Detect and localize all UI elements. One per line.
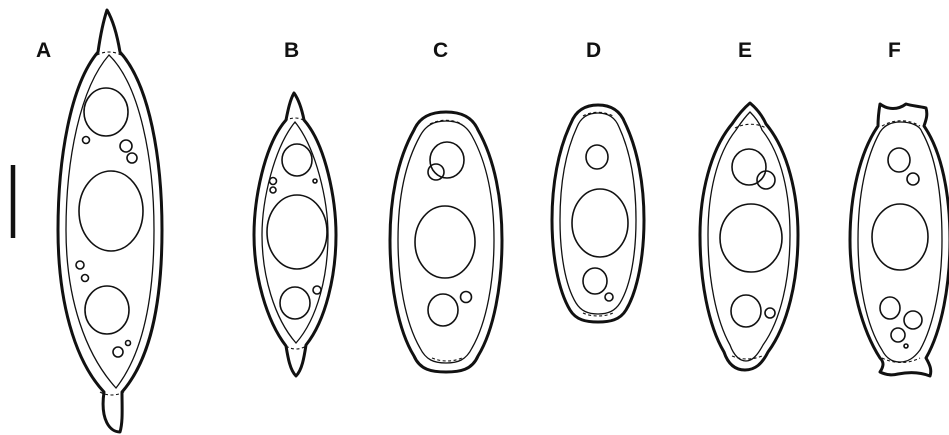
oil-droplet <box>267 195 327 269</box>
oil-droplet <box>76 261 84 269</box>
spore-wall-f <box>850 104 949 376</box>
oil-droplet <box>572 189 628 257</box>
oil-droplet <box>82 275 89 282</box>
spore-a <box>58 10 162 432</box>
oil-droplet <box>120 140 132 152</box>
oil-droplet <box>732 149 766 185</box>
spore-f <box>850 104 949 376</box>
apical-pore-top-b <box>285 118 305 121</box>
spore-wall-a <box>58 10 162 432</box>
panel-b: B <box>254 39 336 376</box>
oil-droplet <box>270 178 277 185</box>
panel-label-a: A <box>36 39 51 62</box>
spore-d <box>552 105 644 322</box>
oil-droplet <box>415 206 475 278</box>
oil-droplet <box>79 171 143 251</box>
oil-droplet <box>888 148 910 172</box>
spore-inner-wall-f <box>858 122 942 362</box>
spore-inner-wall-a <box>66 55 154 388</box>
panel-label-e: E <box>738 39 752 62</box>
oil-droplet <box>270 187 276 193</box>
oil-droplet <box>313 179 317 183</box>
panel-label-b: B <box>284 39 299 62</box>
panel-e: E <box>700 39 798 370</box>
oil-droplet <box>430 142 464 178</box>
oil-droplet <box>720 204 782 272</box>
spore-wall-c <box>390 112 502 372</box>
oil-droplet <box>83 137 90 144</box>
oil-droplet <box>765 308 775 318</box>
spore-inner-wall-d <box>560 113 636 314</box>
oil-droplet <box>113 347 123 357</box>
spore-wall-e <box>700 103 798 370</box>
oil-droplet <box>605 293 613 301</box>
spore-c <box>390 112 502 372</box>
apical-pore-bottom-c <box>432 358 462 361</box>
panel-label-c: C <box>433 39 448 62</box>
panel-c: C <box>390 39 502 372</box>
oil-droplet <box>85 286 129 334</box>
oil-droplet <box>904 344 908 348</box>
oil-droplet <box>428 164 444 180</box>
oil-droplet <box>891 328 905 342</box>
panel-d: D <box>552 39 644 322</box>
oil-droplet <box>428 294 458 326</box>
oil-droplet <box>84 88 128 136</box>
oil-droplet <box>127 153 137 163</box>
panel-f: F <box>850 39 949 376</box>
panel-a: A <box>36 10 162 432</box>
oil-droplet <box>313 286 321 294</box>
oil-droplet <box>731 295 761 327</box>
oil-droplet <box>280 287 310 319</box>
oil-droplet <box>586 145 608 169</box>
oil-droplet <box>583 268 607 294</box>
oil-droplet <box>880 297 900 319</box>
panel-label-d: D <box>586 39 601 62</box>
spore-b <box>254 93 336 376</box>
spore-wall-d <box>552 105 644 322</box>
spore-e <box>700 103 798 370</box>
panel-label-f: F <box>888 39 901 62</box>
oil-droplet <box>282 144 312 176</box>
oil-droplet <box>126 341 131 346</box>
spore-inner-wall-b <box>262 122 328 343</box>
oil-droplet <box>904 311 922 329</box>
oil-droplet <box>872 204 928 270</box>
apical-pore-bottom-b <box>286 346 306 349</box>
oil-droplet <box>461 292 472 303</box>
spore-inner-wall-c <box>398 121 494 363</box>
oil-droplet <box>907 173 919 185</box>
